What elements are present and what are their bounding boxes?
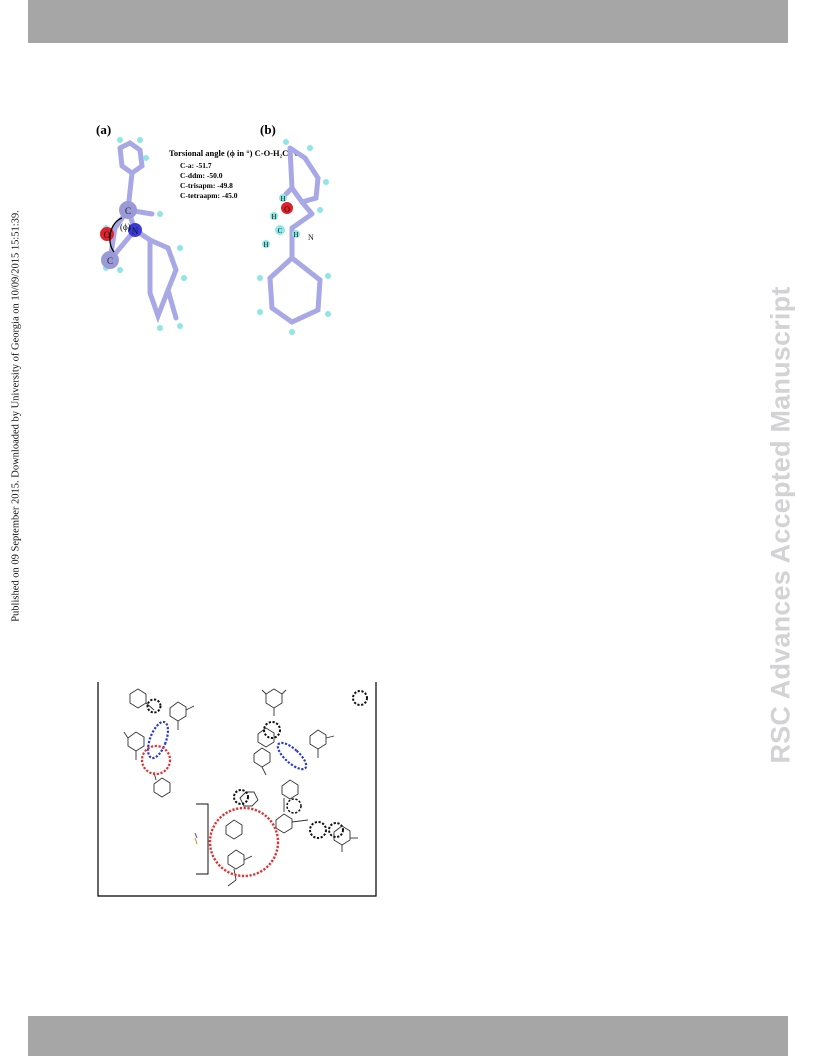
bracket-mark (194, 832, 198, 839)
publication-note-text: Published on 09 September 2015. Download… (10, 210, 22, 622)
blue-ellipse-2 (276, 741, 308, 771)
torsion-angle-title: Torsional angle (ϕ in °) C-O-H₂C-N (169, 148, 298, 158)
watermark-text: RSC Advances Accepted Manuscript (765, 286, 796, 764)
carbon-atom-b (275, 225, 285, 235)
hydrogen-atom (292, 230, 300, 238)
chemical-structure-lines (123, 688, 358, 887)
hydrogen-bonding-figure (96, 680, 378, 898)
red-circle-2 (208, 806, 280, 878)
black-circle-2 (263, 721, 281, 739)
hydrogen-atom-label: H (293, 231, 298, 239)
black-circle-6 (328, 822, 344, 838)
panel-a-label: (a) (96, 122, 111, 137)
black-circle-3 (233, 789, 249, 805)
carbon-atom-2 (101, 251, 119, 269)
header-bar (28, 0, 788, 43)
molecular-structure-figure: C N O C (ϕ) (a) (b) Torsional angle (ϕ i… (80, 118, 380, 350)
phi-label: (ϕ) (120, 222, 131, 232)
hydrogen-atom (270, 212, 278, 220)
torsion-angle-row: C-ddm: -50.0 (180, 171, 223, 180)
molecule-b-bonds (267, 145, 323, 325)
bracket-mark (194, 837, 198, 845)
hydrogen-bonding-svg (97, 682, 377, 897)
carbon-atom-b-label: C (278, 227, 283, 235)
footer-bar (28, 1016, 788, 1056)
carbon-atom-1-label: C (125, 206, 131, 216)
nitrogen-atom-b-label: N (308, 233, 314, 242)
black-circle-legend (352, 690, 368, 706)
hydrogen-atom (262, 240, 270, 248)
black-circle-1 (146, 698, 162, 714)
panel-b-label: (b) (260, 122, 276, 137)
blue-ellipse-1 (146, 720, 170, 760)
torsion-angle-row: C-trisapm: -49.8 (180, 181, 233, 190)
molecule-b-hydrogens (257, 139, 331, 335)
figure-frame (97, 682, 377, 897)
carbon-atom-2-label: C (107, 256, 113, 266)
oxygen-atom-b (281, 202, 293, 214)
molecular-structure-svg: C N O C (ϕ) (a) (b) Torsional angle (ϕ i… (96, 122, 331, 335)
oxygen-atom-b-label: O (284, 205, 290, 214)
molecule-a-hydrogens (103, 137, 187, 331)
interaction-markers (140, 690, 368, 878)
torsion-arc (109, 217, 123, 253)
bracket (196, 803, 209, 875)
torsion-angle-row: C-tetraapm: -45.0 (180, 191, 238, 200)
hydrogen-atom-label: H (280, 195, 285, 203)
oxygen-atom-label: O (104, 230, 111, 240)
torsion-angle-row: C-a: -51.7 (180, 161, 212, 170)
black-circle-5 (309, 821, 327, 839)
nitrogen-atom-label: N (132, 226, 139, 236)
black-circle-4 (286, 798, 302, 814)
red-circle-1 (140, 744, 172, 776)
hydrogen-atom-label: H (263, 241, 268, 249)
carbon-atom-1 (119, 201, 137, 219)
nitrogen-atom (128, 223, 142, 237)
hydrogen-atom-label: H (271, 213, 276, 221)
hydrogen-atom (279, 194, 287, 202)
